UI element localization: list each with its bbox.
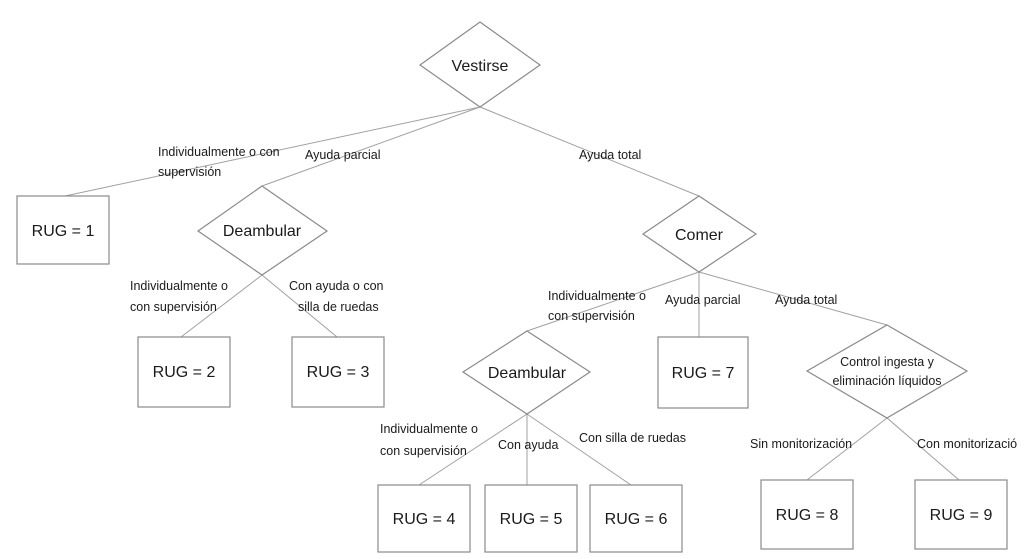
edge-label-vestirse-parcial: Ayuda parcial bbox=[305, 148, 381, 162]
leaf-rug-7: RUG = 7 bbox=[657, 336, 749, 409]
decision-control: Control ingesta y eliminación líquidos bbox=[805, 324, 969, 419]
decision-comer-label: Comer bbox=[675, 227, 724, 244]
leaf-rug-1: RUG = 1 bbox=[16, 195, 110, 265]
decision-vestirse: Vestirse bbox=[418, 21, 542, 108]
leaf-rug-5: RUG = 5 bbox=[484, 484, 578, 553]
edge-deambular-a-silla bbox=[261, 274, 338, 338]
leaf-rug-2-label: RUG = 2 bbox=[153, 364, 216, 381]
edge-label-comer-parcial: Ayuda parcial bbox=[665, 293, 741, 307]
edge-label-comer-total: Ayuda total bbox=[775, 293, 837, 307]
decision-deambular-b: Deambular bbox=[461, 330, 592, 415]
decision-control-label-line2: eliminación líquidos bbox=[832, 374, 941, 388]
leaf-rug-6: RUG = 6 bbox=[589, 484, 683, 553]
decision-comer: Comer bbox=[641, 195, 758, 273]
edge-deambular-b-silla bbox=[526, 413, 632, 486]
decision-control-label-line1: Control ingesta y bbox=[840, 355, 935, 369]
edge-label-control-sin: Sin monitorización bbox=[750, 437, 852, 451]
edge-label-deambular-b-indiv-line1: Individualmente o bbox=[380, 422, 478, 436]
edge-label-deambular-b-indiv-line2: con supervisión bbox=[380, 444, 467, 458]
edge-deambular-a-indiv bbox=[180, 274, 263, 338]
leaf-rug-9-label: RUG = 9 bbox=[930, 507, 993, 524]
edge-labels: Individualmente o con supervisión Ayuda … bbox=[130, 145, 1017, 458]
edge-label-vestirse-indiv-line2: supervisión bbox=[158, 165, 221, 179]
edge-comer-indiv bbox=[526, 271, 700, 332]
edge-vestirse-indiv bbox=[64, 106, 481, 197]
edge-label-comer-indiv-line1: Individualmente o bbox=[548, 289, 646, 303]
edge-control-con bbox=[886, 417, 960, 481]
edge-label-deambular-a-silla-line2: silla de ruedas bbox=[298, 300, 379, 314]
leaf-rug-7-label: RUG = 7 bbox=[672, 365, 735, 382]
decision-deambular-a-label: Deambular bbox=[223, 223, 302, 240]
leaf-rug-4: RUG = 4 bbox=[377, 484, 471, 553]
leaf-rug-5-label: RUG = 5 bbox=[500, 511, 563, 528]
edge-vestirse-total bbox=[479, 106, 700, 197]
leaf-rug-9: RUG = 9 bbox=[914, 479, 1008, 550]
leaf-rug-1-label: RUG = 1 bbox=[32, 223, 95, 240]
leaf-rug-3: RUG = 3 bbox=[291, 336, 385, 408]
edge-label-deambular-b-ayuda: Con ayuda bbox=[498, 438, 559, 452]
leaf-rug-2: RUG = 2 bbox=[137, 336, 231, 408]
decision-vestirse-label: Vestirse bbox=[452, 58, 509, 75]
edge-deambular-b-indiv bbox=[418, 413, 528, 486]
edge-control-sin bbox=[806, 417, 888, 481]
edge-label-comer-indiv-line2: con supervisión bbox=[548, 309, 635, 323]
edge-label-deambular-a-indiv-line2: con supervisión bbox=[130, 300, 217, 314]
edge-label-control-con: Con monitorizació bbox=[917, 437, 1017, 451]
edge-vestirse-parcial bbox=[261, 106, 481, 187]
edge-label-deambular-a-silla-line1: Con ayuda o con bbox=[289, 279, 384, 293]
edges bbox=[64, 106, 960, 486]
edge-label-deambular-a-indiv-line1: Individualmente o bbox=[130, 279, 228, 293]
decision-deambular-a: Deambular bbox=[196, 185, 329, 276]
edge-label-vestirse-total: Ayuda total bbox=[579, 148, 641, 162]
leaf-rug-8-label: RUG = 8 bbox=[776, 507, 839, 524]
edge-label-deambular-b-silla: Con silla de ruedas bbox=[579, 431, 686, 445]
leaf-rug-8: RUG = 8 bbox=[760, 479, 854, 550]
leaf-rug-6-label: RUG = 6 bbox=[605, 511, 668, 528]
edge-label-vestirse-indiv-line1: Individualmente o con bbox=[158, 145, 280, 159]
leaf-rug-3-label: RUG = 3 bbox=[307, 364, 370, 381]
edge-comer-total bbox=[698, 271, 888, 326]
decision-deambular-b-label: Deambular bbox=[488, 365, 567, 382]
leaf-rug-4-label: RUG = 4 bbox=[393, 511, 456, 528]
